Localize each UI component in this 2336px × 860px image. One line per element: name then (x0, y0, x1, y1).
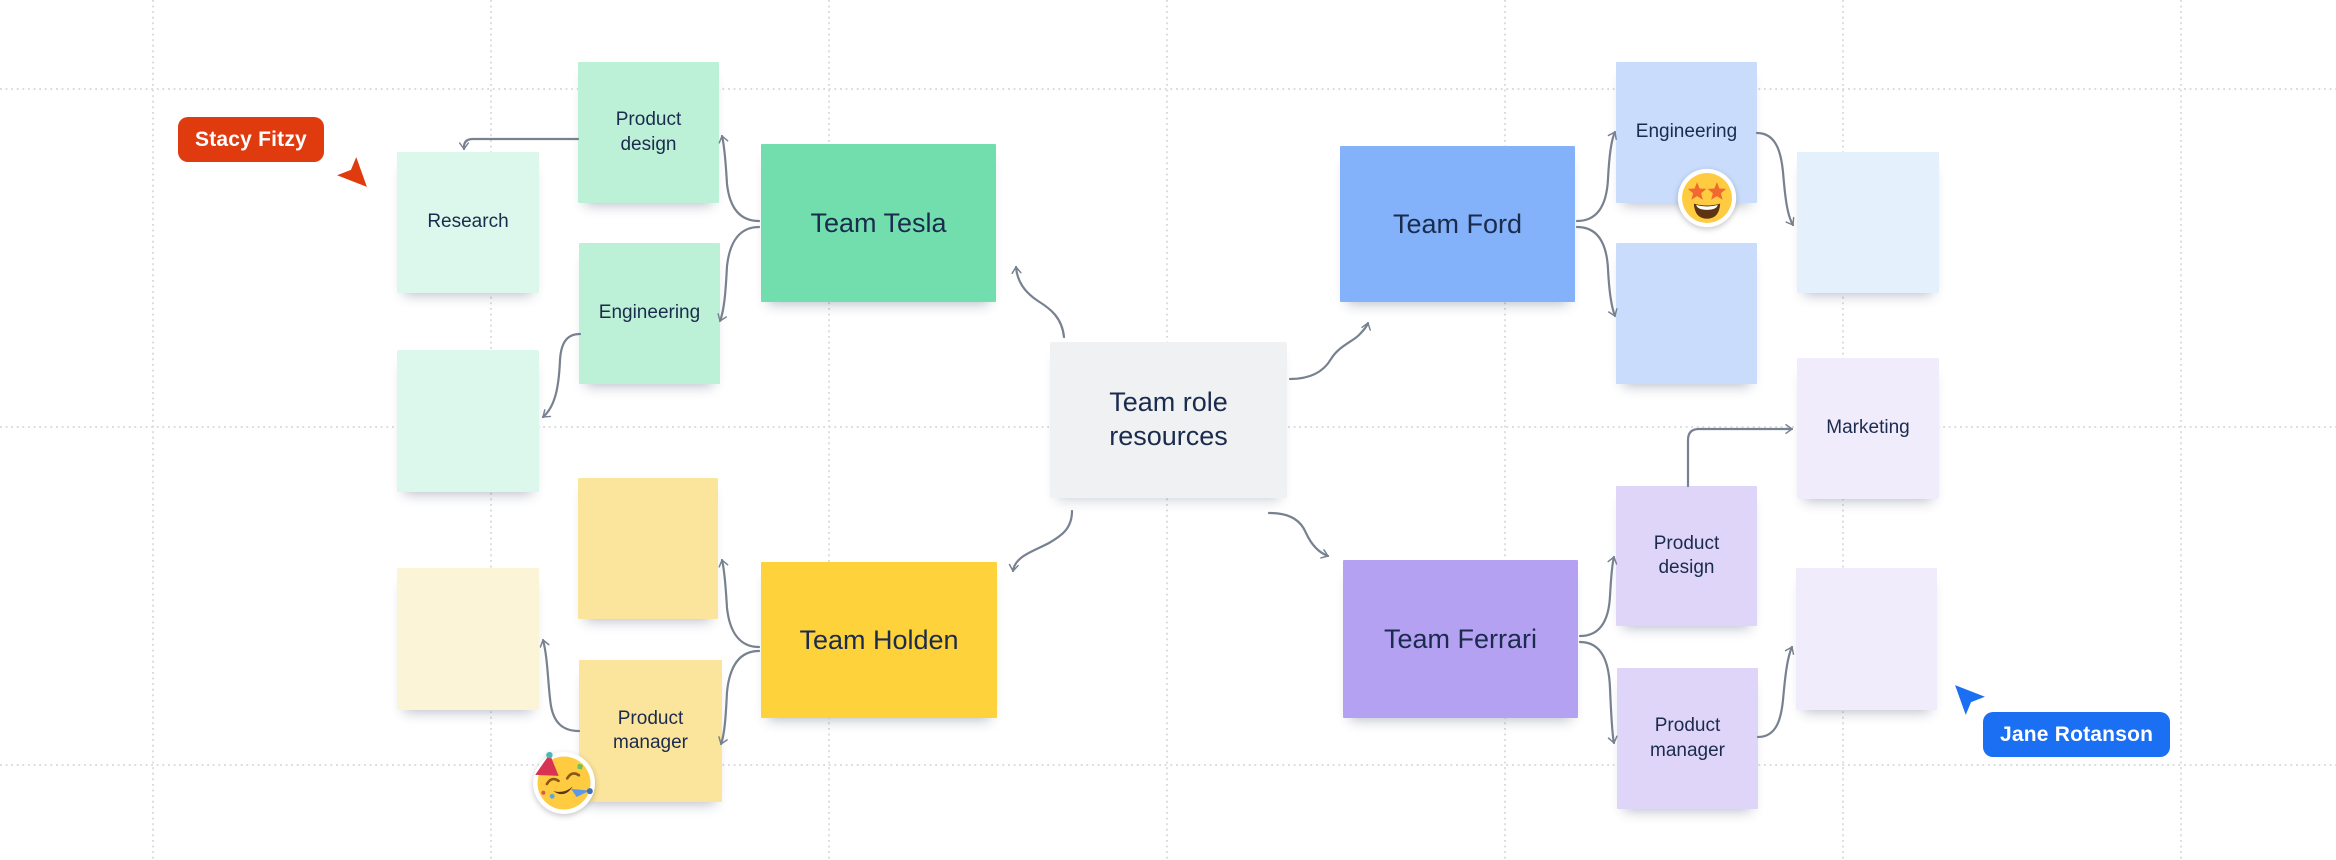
note-research[interactable]: Research (397, 152, 539, 293)
note-marketing-label: Marketing (1826, 417, 1910, 439)
note-empty-pale-lavender[interactable] (1796, 568, 1937, 710)
note-product-manager-right-label: Product manager (1650, 715, 1725, 761)
partying-face-emoji[interactable] (530, 749, 598, 817)
note-empty-pale-blue[interactable] (1797, 152, 1939, 293)
note-marketing[interactable]: Marketing (1797, 358, 1939, 499)
team-holden[interactable]: Team Holden (761, 562, 997, 718)
team-ford-label: Team Ford (1392, 208, 1523, 239)
team-ferrari[interactable]: Team Ferrari (1343, 560, 1578, 718)
team-holden-label: Team Holden (799, 624, 959, 655)
cursor-name-text: Jane Rotanson (2000, 722, 2154, 746)
cursor-pointer-icon (337, 157, 367, 187)
team-tesla-label: Team Tesla (810, 207, 947, 238)
star-struck-emoji[interactable] (1675, 166, 1739, 230)
note-product-design-left-label: Product design (615, 109, 682, 155)
note-research-label: Research (427, 211, 509, 233)
note-product-manager-right[interactable]: Product manager (1617, 668, 1758, 809)
team-ferrari-label: Team Ferrari (1383, 623, 1538, 654)
note-engineering-left[interactable]: Engineering (579, 243, 720, 384)
cursor-name-badge: Jane Rotanson (1983, 712, 2171, 757)
note-product-design-left[interactable]: Product design (578, 62, 719, 203)
note-product-design-right[interactable]: Product design (1616, 486, 1757, 626)
note-engineering-left-label: Engineering (598, 302, 701, 324)
note-product-manager-left-label: Product manager (613, 707, 688, 753)
team-ford[interactable]: Team Ford (1340, 146, 1575, 302)
center-topic[interactable]: Team role resources (1050, 342, 1287, 498)
note-empty-pale-yellow[interactable] (397, 568, 539, 710)
team-tesla[interactable]: Team Tesla (761, 144, 996, 302)
center-topic-label: Team role resources (1109, 387, 1228, 451)
note-empty-mint[interactable] (397, 350, 539, 492)
note-empty-blue[interactable] (1616, 243, 1757, 384)
cursor-name-text: Stacy Fitzy (195, 127, 307, 151)
cursor-pointer-icon (1955, 685, 1985, 715)
note-empty-yellow[interactable] (578, 478, 718, 619)
note-product-design-right-label: Product design (1653, 532, 1720, 578)
note-engineering-right-label: Engineering (1635, 121, 1738, 143)
note-product-manager-left[interactable]: Product manager (579, 660, 722, 802)
cursor-name-badge: Stacy Fitzy (178, 117, 324, 162)
